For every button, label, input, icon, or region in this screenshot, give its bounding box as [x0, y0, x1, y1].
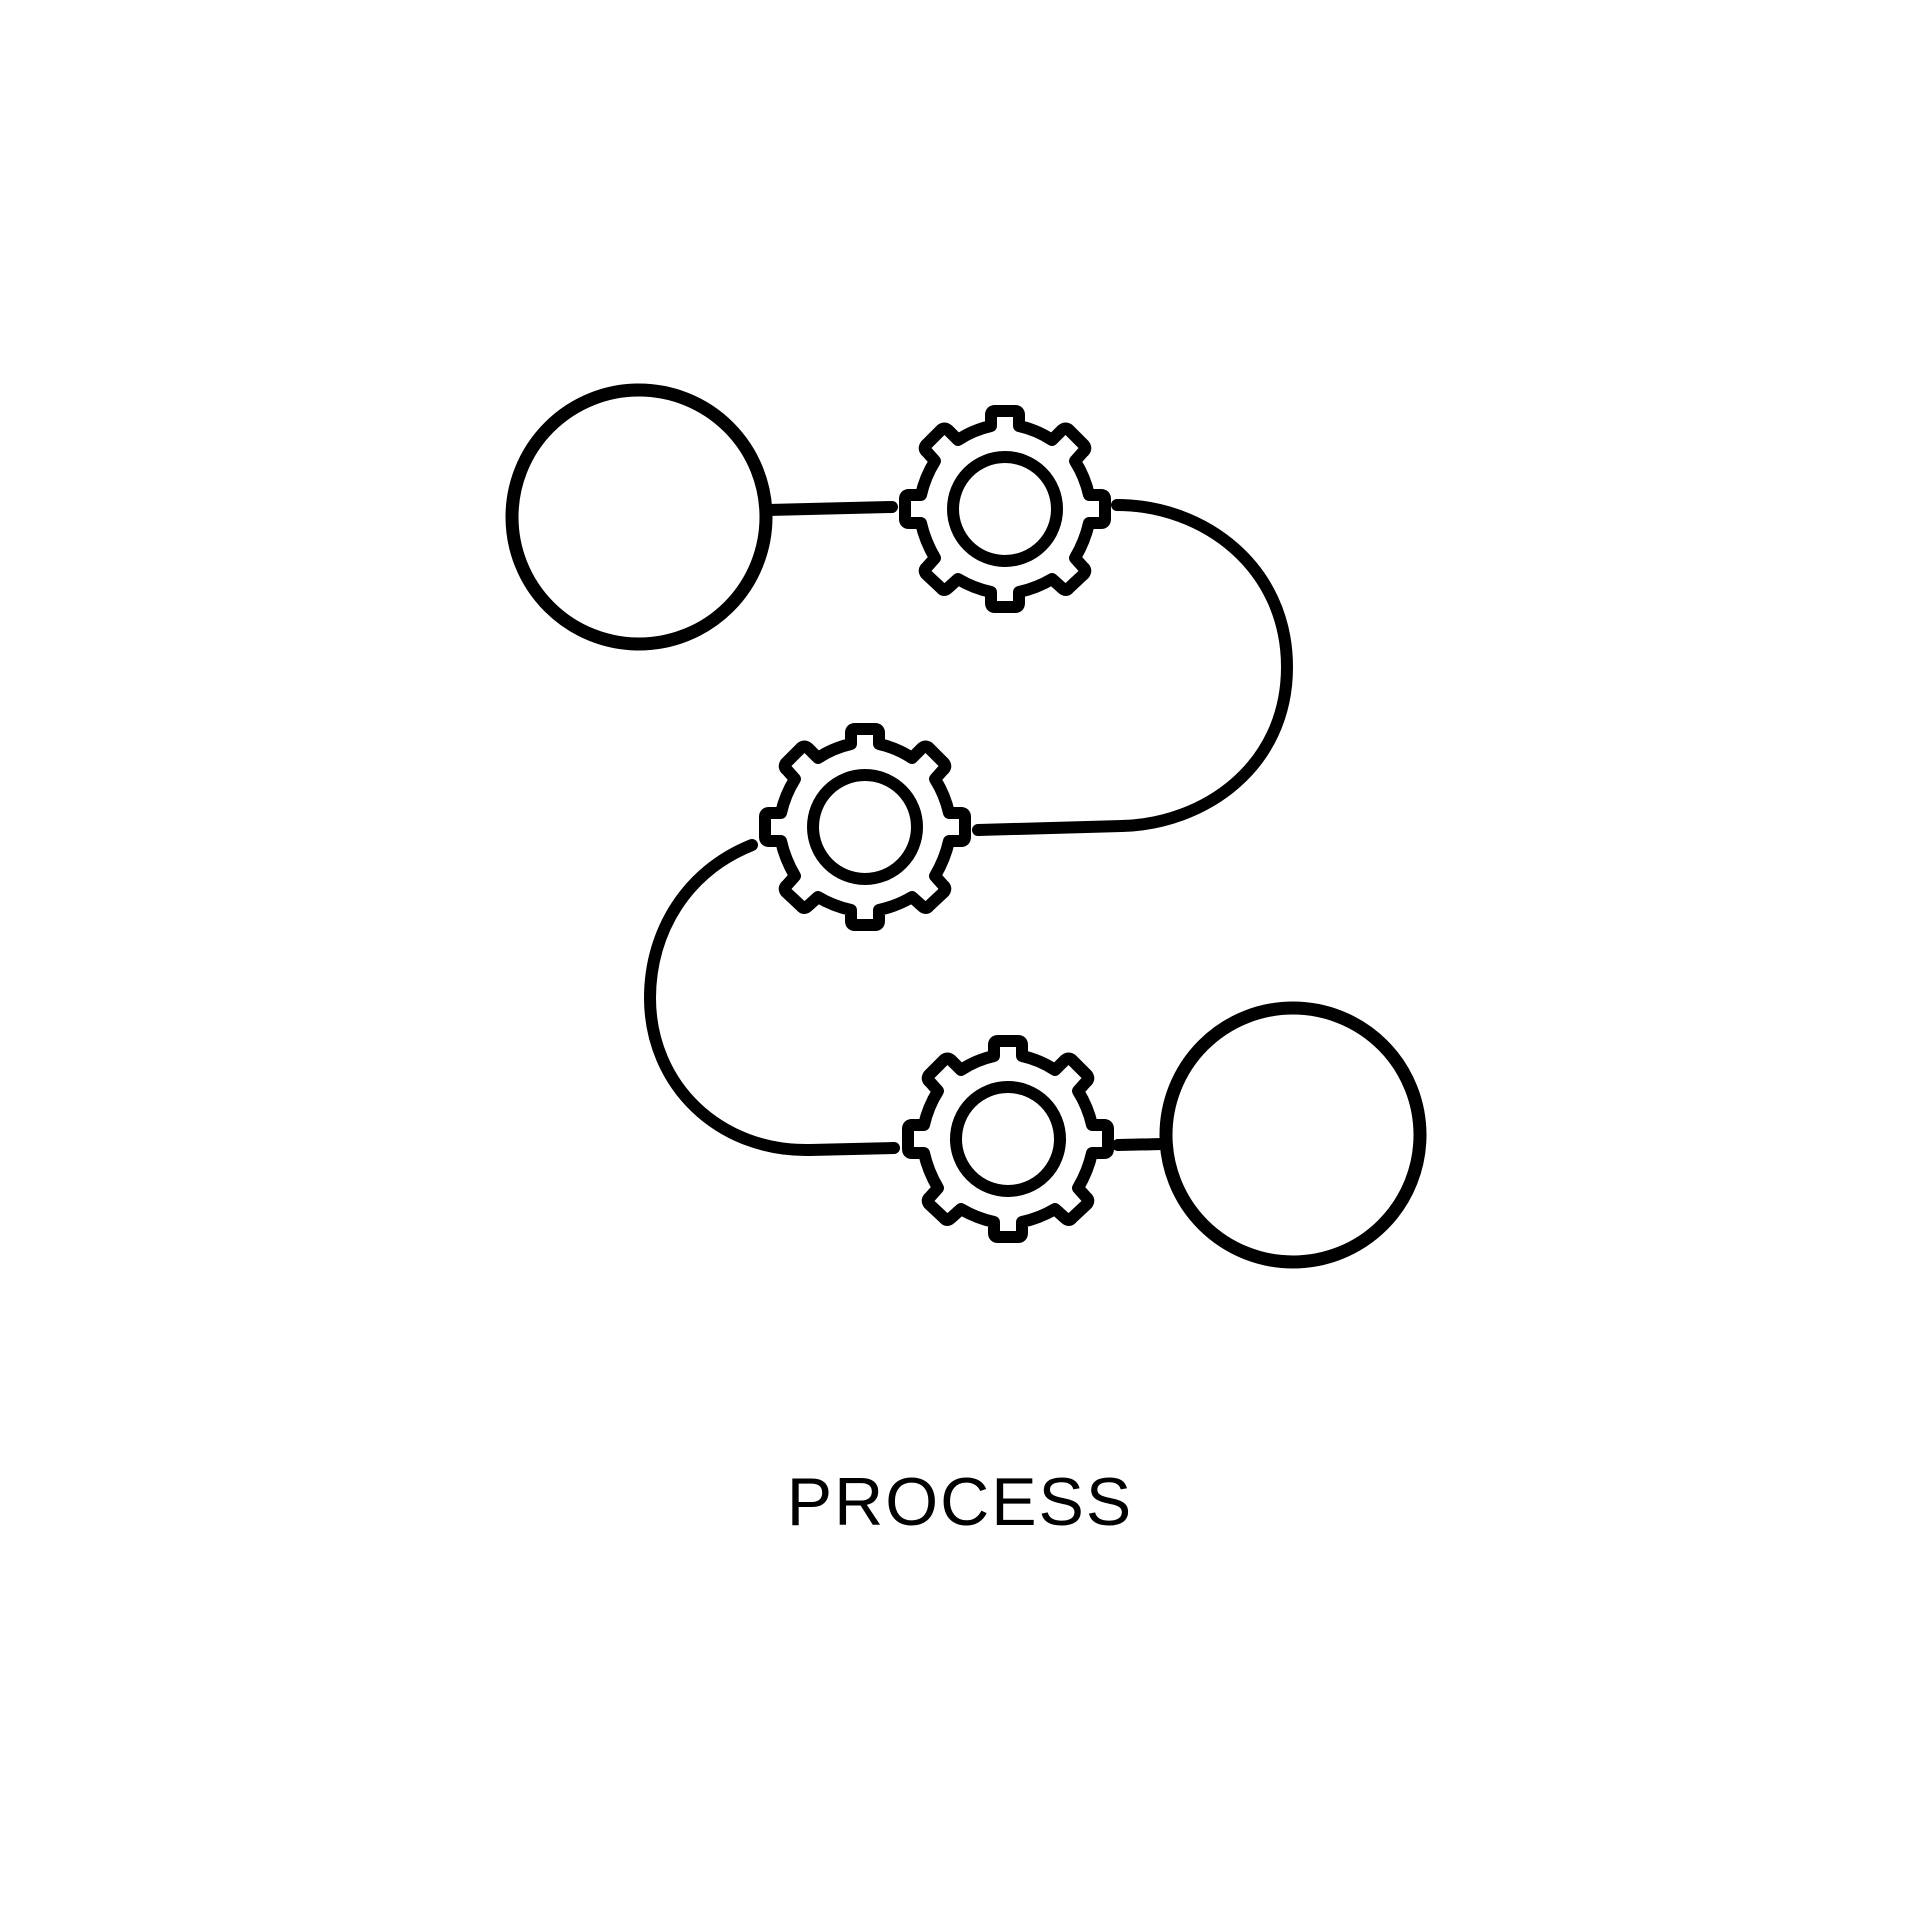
connector-start-to-gear-1	[762, 501, 898, 516]
gear-icon	[765, 729, 965, 925]
connector-gear-2-to-gear-3	[643, 839, 900, 1157]
diagram-caption: PROCESS	[786, 1464, 1134, 1540]
end-circle	[1159, 1001, 1427, 1269]
gear-icon	[908, 1041, 1108, 1237]
connector-lines	[643, 499, 1294, 1157]
gear-icon	[905, 411, 1105, 607]
connector-gear-3-to-end	[1112, 1138, 1169, 1151]
connector-gear-1-to-gear-2	[972, 499, 1294, 836]
start-circle	[505, 383, 773, 651]
